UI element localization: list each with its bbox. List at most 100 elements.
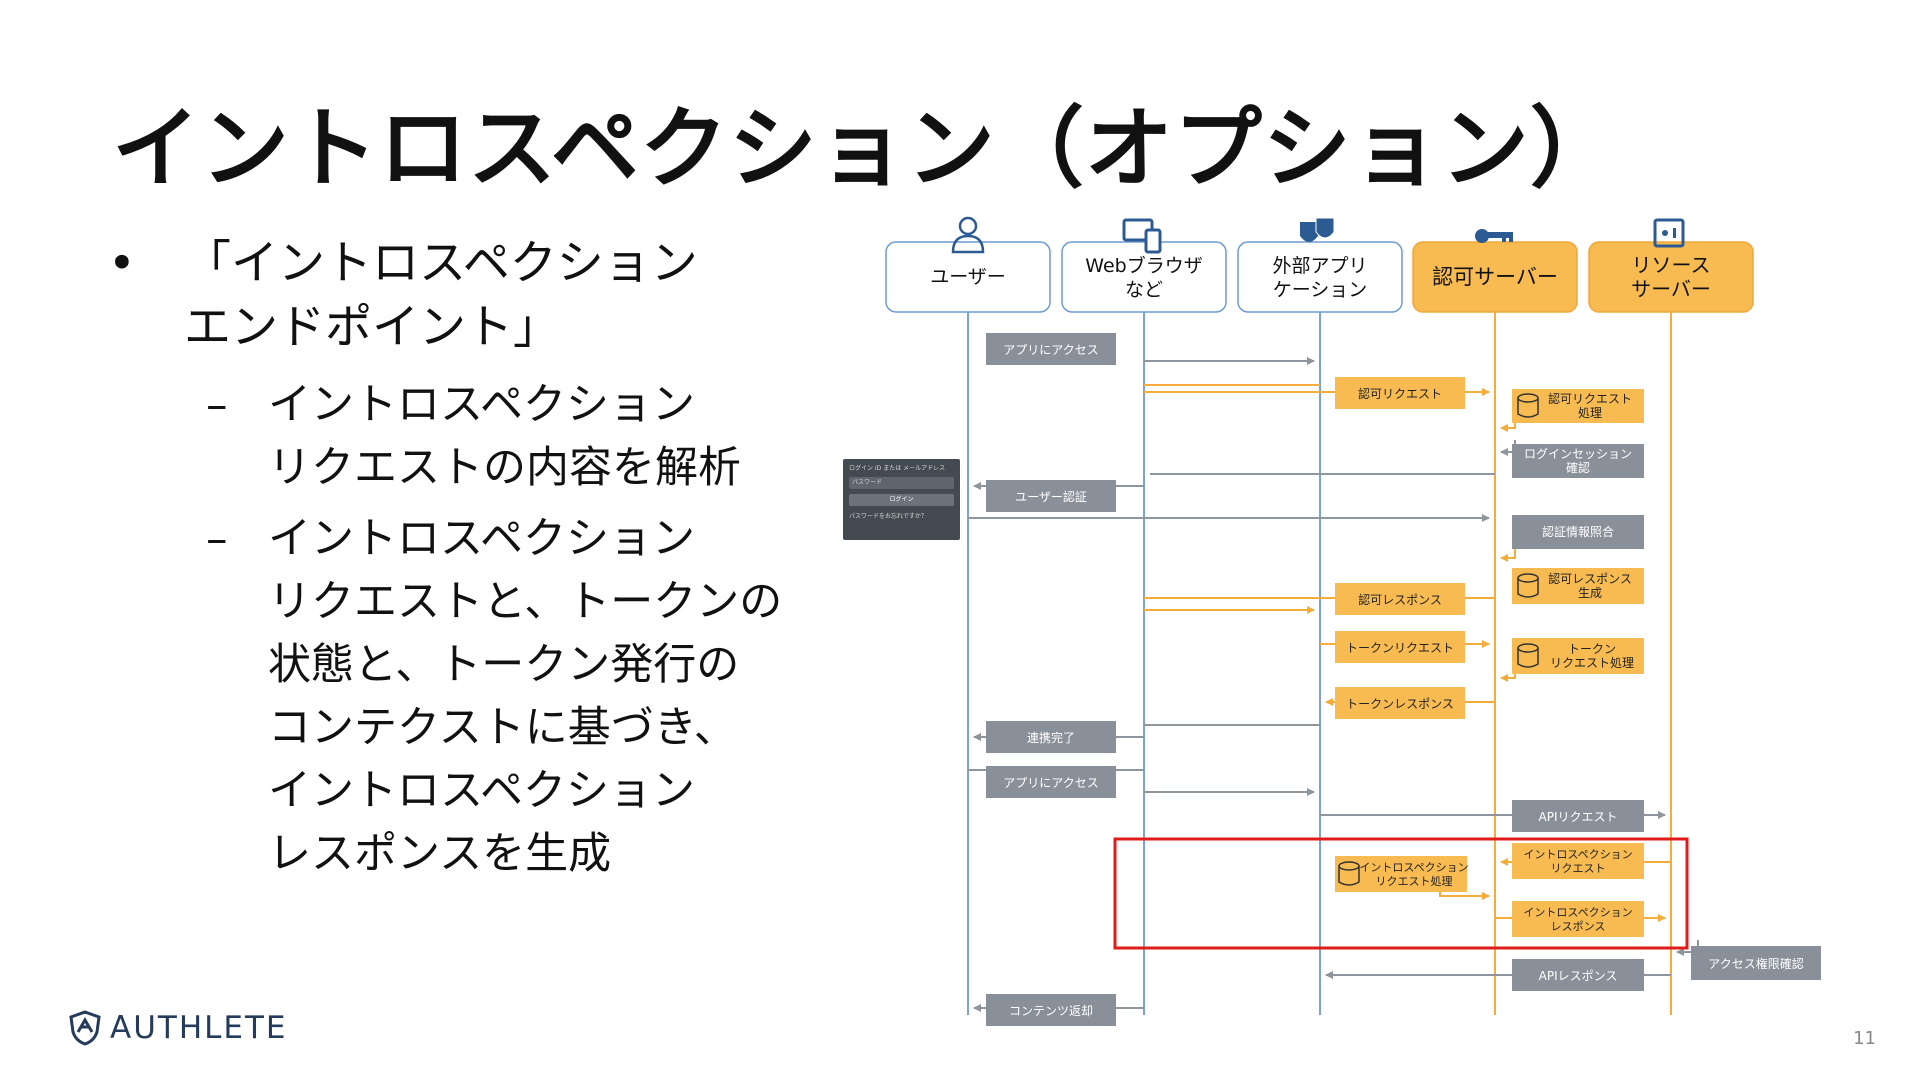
sub-bullet-line: レスポンスを生成 <box>268 829 612 879</box>
step-authz-response-generation: 認可レスポンス 生成 <box>1512 568 1644 604</box>
svg-text:トークンリクエスト: トークンリクエスト <box>1346 641 1454 655</box>
svg-text:ログインセッション: ログインセッション <box>1524 447 1632 461</box>
login-id-label: ログイン ID または メールアドレス <box>849 465 946 472</box>
sub-bullet-list: – イントロスペクション リクエストの内容を解析 – イントロスペクション リク… <box>108 374 788 886</box>
step-token-request: トークンリクエスト <box>1335 631 1465 663</box>
db-icon <box>1517 393 1539 418</box>
arrow-self-authz-response <box>1500 545 1516 562</box>
actor-label: 外部アプリ <box>1272 255 1367 277</box>
svg-text:リクエスト: リクエスト <box>1551 862 1606 875</box>
step-content-return: コンテンツ返却 <box>986 994 1116 1026</box>
sub-bullet-line: イントロスペクション <box>268 514 695 564</box>
sub-bullet: – イントロスペクション リクエストの内容を解析 <box>206 374 788 500</box>
svg-text:アプリにアクセス: アプリにアクセス <box>1003 343 1098 357</box>
svg-text:認可レスポンス: 認可レスポンス <box>1358 592 1442 607</box>
sub-bullet-line: コンテクストに基づき、 <box>268 703 737 753</box>
sub-bullet-line: リクエストの内容を解析 <box>268 443 741 493</box>
lifelines <box>967 312 1672 1015</box>
bullet-line: 「イントロスペクション <box>184 236 698 291</box>
login-button: ログイン <box>849 494 954 506</box>
svg-text:生成: 生成 <box>1578 586 1602 600</box>
step-token-request-processing: トークン リクエスト処理 <box>1512 638 1644 674</box>
bullet-main: • 「イントロスペクション エンドポイント」 <box>108 232 788 360</box>
actor-resource: リソース サーバー <box>1588 241 1754 313</box>
actor-browser: Webブラウザ など <box>1061 241 1227 313</box>
svg-text:認可リクエスト: 認可リクエスト <box>1548 391 1632 406</box>
svg-text:トークンレスポンス: トークンレスポンス <box>1346 697 1454 711</box>
bullet-line: エンドポイント」 <box>184 300 560 355</box>
step-link-complete: 連携完了 <box>986 721 1116 753</box>
password-field: パスワード <box>849 477 954 489</box>
step-login-session-check: ログインセッション 確認 <box>1512 444 1644 478</box>
sub-bullet-line: イントロスペクション <box>268 380 695 430</box>
theater-masks-icon <box>1300 217 1335 242</box>
step-access-rights-check: アクセス権限確認 <box>1691 946 1821 980</box>
db-icon <box>1338 861 1360 886</box>
svg-text:トークン: トークン <box>1568 642 1616 656</box>
sub-bullet-line: リクエストと、トークンの <box>268 577 783 627</box>
svg-text:イントロスペクション: イントロスペクション <box>1359 861 1468 874</box>
svg-text:処理: 処理 <box>1578 406 1602 420</box>
svg-text:イントロスペクション: イントロスペクション <box>1523 906 1632 919</box>
step-api-response: APIレスポンス <box>1512 959 1644 991</box>
step-introspection-response: イントロスペクション レスポンス <box>1512 901 1644 937</box>
step-token-response: トークンレスポンス <box>1335 687 1465 719</box>
login-screen-thumbnail: ログイン ID または メールアドレス パスワード ログイン パスワードをお忘れ… <box>843 459 960 540</box>
actor-label: サーバー <box>1631 277 1711 301</box>
svg-text:連携完了: 連携完了 <box>1027 730 1075 745</box>
actor-authz: 認可サーバー <box>1412 241 1578 313</box>
forgot-password-link: パスワードをお忘れですか？ <box>849 513 927 520</box>
sub-bullet-line: 状態と、トークン発行の <box>268 640 740 690</box>
safe-icon <box>1653 218 1685 248</box>
step-authz-request: 認可リクエスト <box>1335 377 1465 409</box>
step-introspection-processing: イントロスペクション リクエスト処理 <box>1335 856 1469 892</box>
key-icon <box>1475 229 1513 243</box>
logo-text: AUTHLETE <box>110 1010 288 1046</box>
devices-icon <box>1122 218 1162 254</box>
svg-text:コンテンツ返却: コンテンツ返却 <box>1009 1004 1093 1018</box>
step-credential-check: 認証情報照合 <box>1512 515 1644 549</box>
sub-bullet-line: イントロスペクション <box>268 766 695 816</box>
svg-text:リクエスト処理: リクエスト処理 <box>1376 875 1453 888</box>
svg-text:イントロスペクション: イントロスペクション <box>1523 848 1632 861</box>
step-app-access-1: アプリにアクセス <box>986 333 1116 365</box>
actor-label: など <box>1125 279 1163 301</box>
svg-text:APIリクエスト: APIリクエスト <box>1539 810 1618 824</box>
db-icon <box>1517 573 1539 598</box>
step-labels: アプリにアクセス 認可リクエスト 認可リクエスト 処理 ログインセッション 確認… <box>986 333 1821 1026</box>
sub-bullet-dash: – <box>206 380 228 430</box>
svg-text:レスポンス: レスポンス <box>1551 920 1606 933</box>
svg-text:認証情報照合: 認証情報照合 <box>1542 524 1614 539</box>
db-icon <box>1517 643 1539 668</box>
svg-text:確認: 確認 <box>1566 460 1590 475</box>
bullet-dot: • <box>108 236 136 291</box>
actor-client: 外部アプリ ケーション <box>1237 241 1403 313</box>
step-introspection-request: イントロスペクション リクエスト <box>1512 843 1644 879</box>
step-app-access-2: アプリにアクセス <box>986 766 1116 798</box>
step-user-auth: ユーザー認証 <box>986 480 1116 512</box>
step-api-request: APIリクエスト <box>1512 800 1644 832</box>
svg-text:APIレスポンス: APIレスポンス <box>1539 969 1618 983</box>
svg-text:認可レスポンス: 認可レスポンス <box>1548 571 1632 586</box>
svg-text:アプリにアクセス: アプリにアクセス <box>1003 776 1098 790</box>
actor-label: Webブラウザ <box>1085 254 1202 277</box>
sub-bullet-dash: – <box>206 514 228 564</box>
actor-label: リソース <box>1632 253 1711 277</box>
actor-label: ユーザー <box>930 266 1006 288</box>
actor-label: 認可サーバー <box>1432 265 1558 289</box>
sub-bullet: – イントロスペクション リクエストと、トークンの 状態と、トークン発行の コン… <box>206 508 788 886</box>
svg-text:アクセス権限確認: アクセス権限確認 <box>1708 956 1803 971</box>
authlete-shield-icon <box>69 1010 101 1046</box>
introspection-highlight-box <box>1113 837 1689 950</box>
step-authz-response: 認可レスポンス <box>1335 583 1465 615</box>
authlete-logo: AUTHLETE <box>68 1010 288 1046</box>
svg-text:リクエスト処理: リクエスト処理 <box>1550 656 1634 670</box>
page-number: 11 <box>1853 1028 1876 1049</box>
svg-text:認可リクエスト: 認可リクエスト <box>1358 386 1442 401</box>
actor-label: ケーション <box>1273 279 1368 301</box>
actor-user: ユーザー <box>885 241 1051 313</box>
svg-text:ユーザー認証: ユーザー認証 <box>1015 489 1087 504</box>
slide-title: イントロスペクション（オプション） <box>112 97 1619 200</box>
bullet-list: • 「イントロスペクション エンドポイント」 – イントロスペクション リクエス… <box>108 232 788 894</box>
